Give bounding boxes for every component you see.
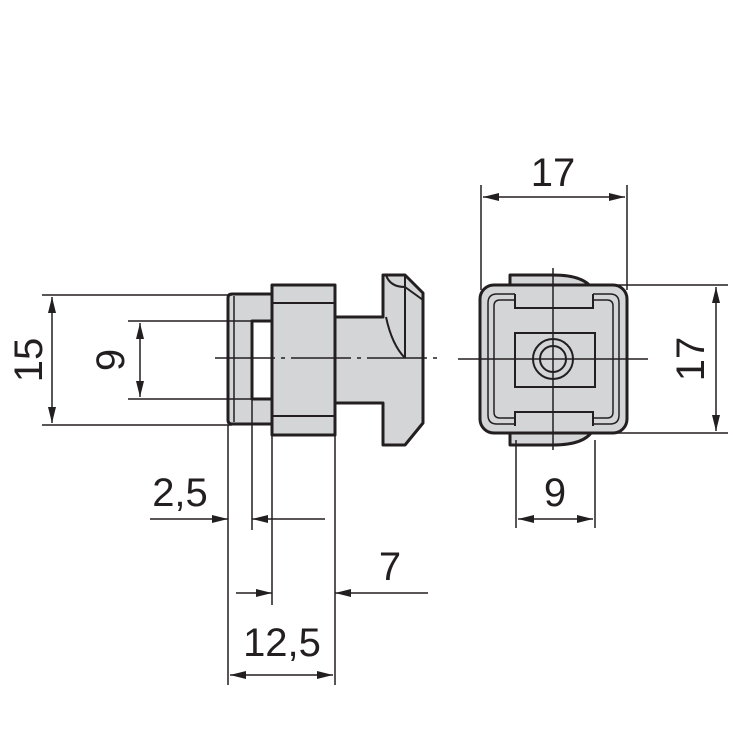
dim-width: 17 [531,151,576,195]
stem-and-head [333,273,425,447]
side-view [215,273,440,447]
dim-length: 12,5 [243,621,321,665]
front-view [458,268,648,450]
main-body [270,283,337,437]
dim-height: 17 [669,337,713,382]
dim-height-overall: 15 [7,338,51,383]
side-dimensions: 15 9 2,5 7 12,5 [7,294,428,685]
dim-tab-width: 9 [544,471,566,515]
front-dimensions: 17 17 9 [480,151,728,528]
inner-recess [514,332,596,388]
dim-height-window: 9 [89,349,133,371]
dim-head: 7 [379,545,401,589]
dim-flange: 2,5 [152,471,208,515]
